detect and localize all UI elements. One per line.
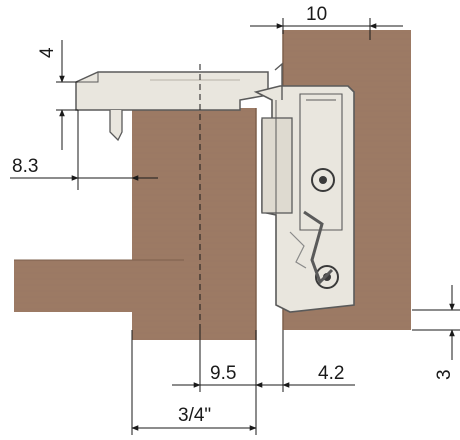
dimension-8-3: 8.3 (10, 156, 158, 181)
dimension-8-3-label: 8.3 (12, 156, 38, 177)
upper-roller (311, 168, 335, 192)
slide-runner-body (253, 62, 355, 313)
spring-lever (289, 210, 334, 285)
dimension-3-label: 3 (434, 369, 455, 380)
dimension-9-5: 9.5 (172, 363, 284, 388)
dimension-3-4-inch-label: 3/4" (178, 405, 211, 426)
dimension-10: 10 (250, 4, 403, 29)
dimension-9-5-label: 9.5 (210, 363, 236, 384)
dimension-3-4-inch: 3/4" (131, 405, 257, 431)
dimension-4: 4 (37, 40, 65, 150)
drawer-front-clip (75, 71, 269, 142)
dimension-3: 3 (434, 285, 455, 380)
dimension-10-label: 10 (306, 4, 327, 25)
dimension-4-label: 4 (37, 47, 58, 58)
drawer-bottom-panel (14, 259, 184, 312)
dimension-4-2: 4.2 (256, 363, 355, 388)
dimension-4-2-label: 4.2 (318, 363, 344, 384)
